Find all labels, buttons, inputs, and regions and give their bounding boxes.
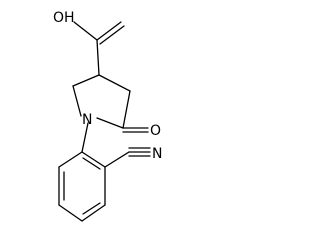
bond-ar1-ar2	[81, 151, 106, 168]
nitrile-group	[104, 147, 151, 168]
nitrile-nitrogen-label: N	[152, 146, 162, 162]
bond-carboxyl-oh	[73, 21, 98, 41]
bond-ar3-ar4-inner	[82, 202, 101, 215]
bond-ar4-ar5	[58, 204, 83, 222]
ring-nitrogen-label: N	[82, 112, 92, 128]
bond-n1-c5	[96, 117, 124, 129]
bond-carboxyl-double-o-b	[99, 25, 125, 45]
bond-c3-c2	[72, 74, 100, 87]
bond-ar1-ar2-inner	[82, 157, 101, 170]
carbonyl-oxygen-label: O	[150, 123, 161, 139]
carboxylic-acid-group	[73, 21, 125, 76]
pyrrolidinone-ring	[72, 74, 149, 133]
hydroxyl-label: OH	[53, 10, 75, 26]
bond-ar6-ar1	[58, 151, 83, 168]
bond-c4-c3	[98, 74, 131, 92]
bond-ar2-nitrile-carbon	[104, 151, 130, 168]
bond-n1-aryl	[81, 122, 89, 153]
bond-c3-carboxyl-carbon	[96, 39, 100, 76]
molecule-structure: OH N O N	[53, 10, 162, 222]
bond-ar3-ar4	[81, 204, 106, 222]
bond-c5-c4	[122, 90, 131, 129]
benzene-ring	[58, 151, 106, 222]
bond-c2-n1	[72, 85, 82, 117]
bond-carboxyl-double-o-a	[96, 21, 122, 41]
